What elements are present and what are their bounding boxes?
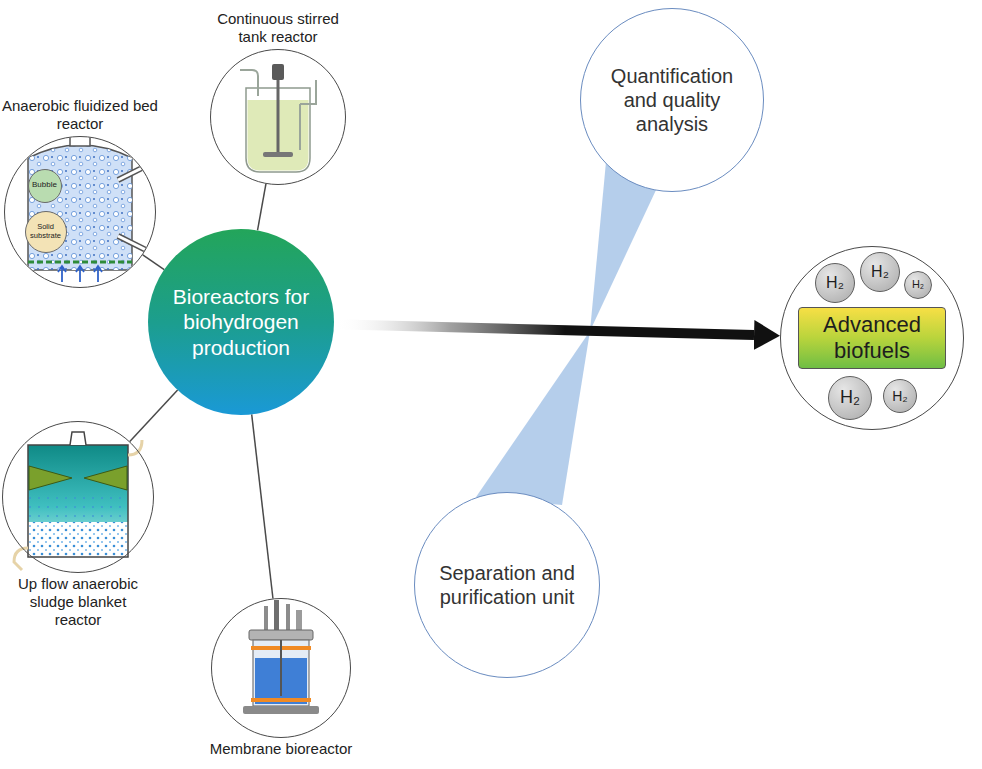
particle-circle: Solid substrate xyxy=(25,211,67,253)
uasb-wall xyxy=(28,445,128,557)
stirrer-motor xyxy=(272,64,284,80)
hydrogen-bubble: H₂ xyxy=(815,263,855,303)
probe xyxy=(296,610,302,632)
rising-granules xyxy=(28,490,128,522)
sludge-blanket xyxy=(28,522,128,557)
connector-line xyxy=(252,414,273,598)
reactor-circle: Membrane bioreactor xyxy=(211,598,351,738)
gas-hood xyxy=(70,432,86,445)
flow-arrows xyxy=(58,266,102,282)
impeller xyxy=(263,152,293,157)
gas-outlet xyxy=(70,132,90,146)
probe xyxy=(274,600,279,632)
connector-line xyxy=(130,390,178,441)
hydrogen-bubble: H₂ xyxy=(883,379,917,413)
stirrer-shaft xyxy=(277,80,280,154)
process-arrow xyxy=(334,324,754,335)
effluent-tube xyxy=(128,440,142,455)
feed-tube xyxy=(240,70,258,96)
hydrogen-label: H₂ xyxy=(871,262,889,281)
recycle-pipe xyxy=(118,160,158,180)
reactor-disk xyxy=(211,598,351,738)
connector-line xyxy=(258,184,266,231)
inlet-pipe xyxy=(118,236,158,256)
callout-pointer xyxy=(476,331,590,505)
hydrogen-label: H₂ xyxy=(840,387,860,409)
callout-circle: Quantification and quality analysis xyxy=(580,8,764,192)
probe xyxy=(264,606,268,632)
hydrogen-label: H₂ xyxy=(912,278,924,291)
connector-line xyxy=(143,255,164,270)
hydrogen-bubble: H₂ xyxy=(828,376,872,420)
gas-separator xyxy=(29,466,72,490)
reactor-circle: Anaerobic fluidized bed reactorBubbleSol… xyxy=(4,136,156,288)
node-label: Quantification and quality analysis xyxy=(597,64,747,136)
hydrogen-label: H₂ xyxy=(826,273,844,292)
hydrogen-bubble: H₂ xyxy=(860,252,900,292)
stirrer-shaft xyxy=(280,640,282,696)
head-plate xyxy=(249,630,313,640)
gas-separator xyxy=(84,466,127,490)
influent-tube xyxy=(14,548,28,570)
reactor-circle: Up flow anaerobic sludge blanket reactor xyxy=(2,421,154,573)
hydrogen-label: H₂ xyxy=(892,388,908,405)
hydrogen-bubble: H₂ xyxy=(904,271,932,299)
sludge-zone xyxy=(28,522,128,557)
particle-circle: Bubble xyxy=(28,169,62,203)
reactor-heading: Anaerobic fluidized bed reactor xyxy=(0,97,160,133)
reactor-heading: Continuous stirred tank reactor xyxy=(203,10,353,46)
reactor-heading: Membrane bioreactor xyxy=(181,740,381,758)
outlet-tube xyxy=(300,80,316,150)
uasb-body xyxy=(28,445,128,557)
node-label: Bubble xyxy=(30,181,60,190)
node-label: Separation and purification unit xyxy=(421,561,593,609)
hub-circle: Bioreactors for biohydrogen production xyxy=(148,229,334,415)
base-plate xyxy=(243,706,319,714)
reactor-disk xyxy=(2,421,154,573)
node-label: Solid substrate xyxy=(27,223,65,240)
callout-circle: Separation and purification unit xyxy=(414,492,600,678)
inlet-pipe xyxy=(118,236,158,256)
reactor-disk xyxy=(4,136,156,288)
product-badge: Advanced biofuels xyxy=(798,307,946,370)
reactor-disk xyxy=(210,49,346,185)
recycle-pipe xyxy=(118,160,158,180)
probe xyxy=(286,604,290,632)
reactor-circle: Continuous stirred tank reactor xyxy=(210,49,346,185)
reactor-heading: Up flow anaerobic sludge blanket reactor xyxy=(8,575,148,629)
distributor-plate xyxy=(28,261,132,264)
clamp-ring xyxy=(251,698,311,702)
node-label: Bioreactors for biohydrogen production xyxy=(166,284,316,360)
